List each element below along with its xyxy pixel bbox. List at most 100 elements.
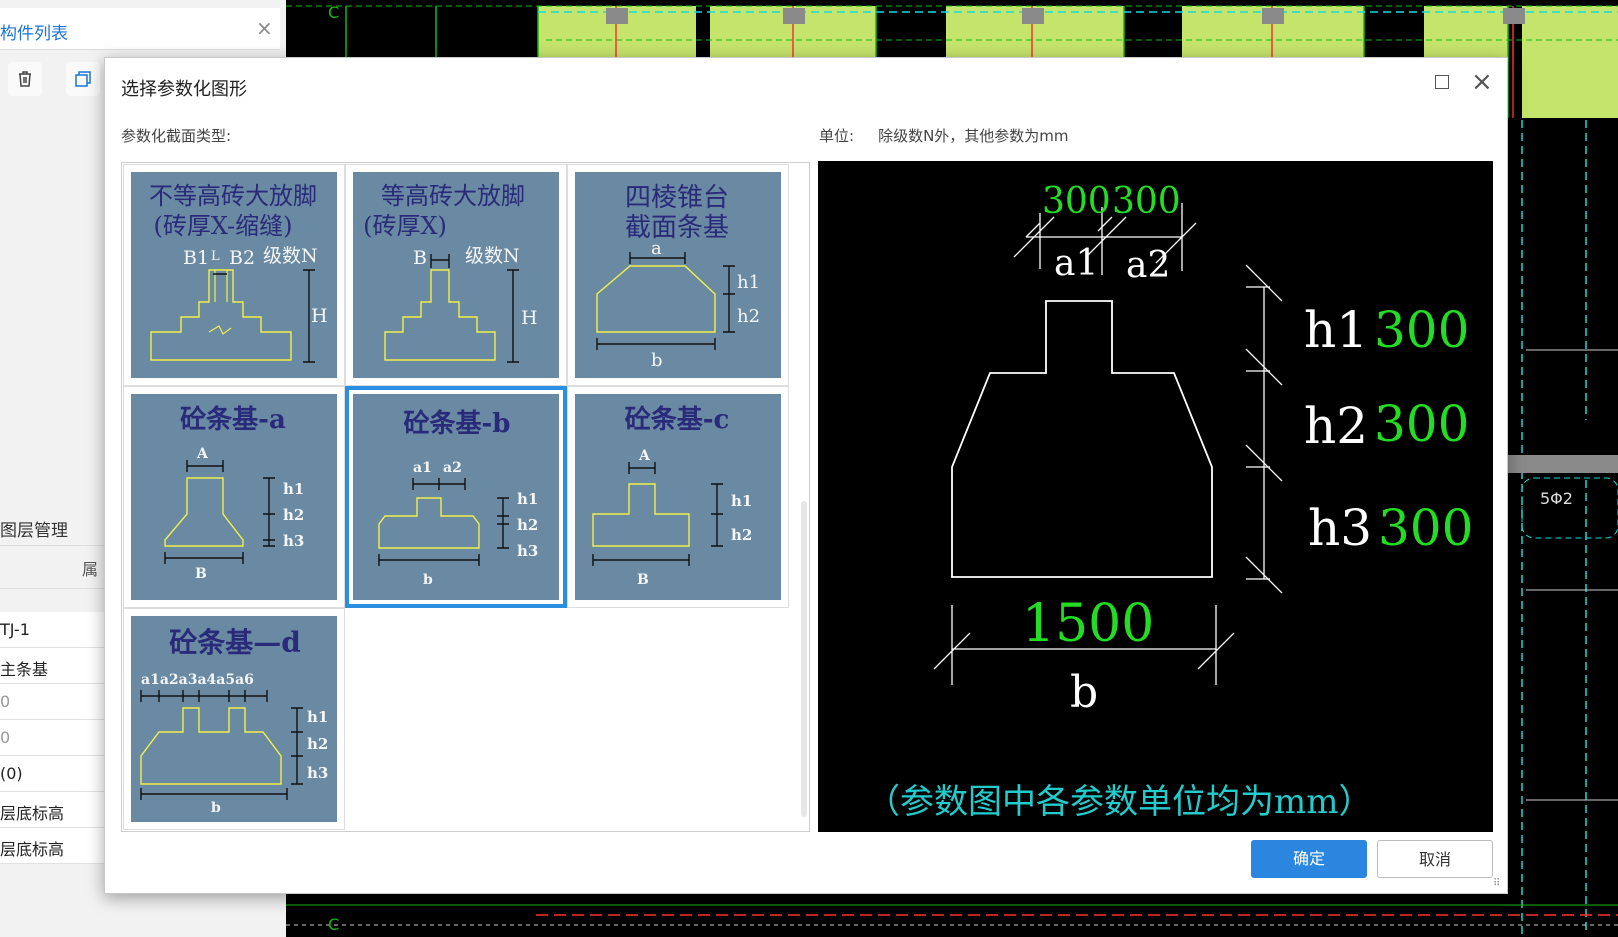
copy-button[interactable]: [66, 62, 100, 96]
dim-label: 级数N: [263, 245, 318, 267]
shape-thumbnail: 等高砖大放脚 (砖厚X) B 级数N H: [353, 172, 559, 378]
attr-value[interactable]: 层底标高: [0, 792, 110, 828]
dim-label: 级数N: [465, 245, 520, 267]
cad-drawing: C C 5Φ2 00: [286, 3, 1618, 937]
b-value: 1500: [1022, 594, 1154, 654]
component-list-tab[interactable]: 构件列表 ×: [0, 8, 280, 50]
dim-label: a1: [413, 460, 432, 476]
unit-label-key: 单位:: [819, 127, 855, 145]
preview-drawing: 300 300 a1 a2 h1 300 h2 300 h3 300 1500 …: [866, 181, 1473, 822]
dim-label: L: [211, 249, 220, 264]
shape-option-concrete-b[interactable]: 砼条基-b a1 a2 h1 h2 h3 b: [345, 386, 567, 608]
dim-label: h3: [517, 542, 538, 560]
dim-label: h2: [307, 735, 328, 753]
shape-thumbnail: 不等高砖大放脚 (砖厚X-缩缝) B1 L B2 级数N H: [131, 172, 337, 378]
grid-label: C: [328, 3, 339, 22]
shape-option-pyramid-strip-footing[interactable]: 四棱锥台 截面条基 a h1 h2 b: [567, 164, 789, 386]
a1-label: a1: [1054, 243, 1098, 284]
dim-label: h2: [731, 526, 752, 544]
h3-label: h3: [1308, 499, 1372, 557]
dim-label: b: [651, 350, 663, 371]
shape-title: 截面条基: [625, 213, 729, 243]
dim-label: h2: [283, 506, 304, 524]
h1-label: h1: [1304, 301, 1368, 359]
shape-title: (砖厚X): [363, 212, 447, 240]
shape-title: 四棱锥台: [625, 183, 729, 213]
dim-label: B1: [183, 247, 209, 269]
delete-button[interactable]: [8, 62, 42, 96]
dim-label: B: [195, 566, 207, 582]
dim-label: a1a2a3a4a5a6: [141, 672, 254, 688]
shape-option-unequal-brick-footing[interactable]: 不等高砖大放脚 (砖厚X-缩缝) B1 L B2 级数N H: [123, 164, 345, 386]
shape-thumbnail: 砼条基-b a1 a2 h1 h2 h3 b: [353, 394, 559, 600]
shape-thumbnail: 砼条基-c A h1 h2 B: [575, 394, 781, 600]
h2-value: 300: [1374, 395, 1469, 453]
section-type-label: 参数化截面类型:: [121, 127, 232, 145]
attr-value[interactable]: 层底标高: [0, 828, 110, 864]
close-icon[interactable]: ×: [256, 16, 273, 40]
shape-title: 砼条基—d: [169, 626, 301, 659]
cancel-button[interactable]: 取消: [1377, 840, 1493, 878]
attr-header-label: 属: [82, 560, 99, 579]
attr-value[interactable]: TJ-1: [0, 612, 110, 648]
ok-button[interactable]: 确定: [1251, 840, 1367, 878]
unit-label-text: 除级数N外，其他参数为mm: [878, 127, 1069, 145]
shape-title: 砼条基-c: [625, 405, 730, 435]
h1-value: 300: [1374, 301, 1469, 359]
shape-option-concrete-c[interactable]: 砼条基-c A h1 h2 B: [567, 386, 789, 608]
dim-label: H: [311, 305, 328, 327]
select-parametric-shape-dialog: 选择参数化图形 × 参数化截面类型: 单位: 除级数N外，其他参数为mm 不等高砖…: [104, 57, 1508, 894]
dim-label: B2: [229, 247, 255, 269]
maximize-icon[interactable]: [1435, 75, 1449, 89]
copy-icon: [75, 71, 91, 87]
shape-option-equal-brick-footing[interactable]: 等高砖大放脚 (砖厚X) B 级数N H: [345, 164, 567, 386]
shape-title: 不等高砖大放脚: [149, 182, 317, 210]
close-icon[interactable]: ×: [1471, 67, 1493, 97]
shape-option-concrete-a[interactable]: 砼条基-a A h1 h2 h3 B: [123, 386, 345, 608]
dim-label: A: [638, 448, 651, 464]
h3-value: 300: [1378, 499, 1473, 557]
dim-label: h1: [307, 708, 328, 726]
layer-management-tab[interactable]: 图层管理: [0, 521, 68, 541]
dim-label: B: [413, 247, 427, 269]
preview-note: （参数图中各参数单位均为mm）: [866, 782, 1372, 822]
dim-label: B: [637, 572, 649, 588]
dialog-title: 选择参数化图形: [121, 79, 247, 100]
shape-title: 砼条基-a: [180, 405, 286, 435]
dim-label: h2: [517, 516, 538, 534]
shape-option-concrete-d[interactable]: 砼条基—d a1a2a3a4a5a6 h1 h2 h3 b: [123, 608, 345, 830]
dim-label: h1: [517, 490, 538, 508]
h2-label: h2: [1304, 397, 1368, 455]
dim-label: h1: [283, 480, 304, 498]
attr-value[interactable]: 主条基: [0, 648, 110, 684]
scrollbar-thumb[interactable]: [801, 501, 807, 817]
attr-value[interactable]: 0: [0, 720, 110, 756]
a2-label: a2: [1126, 245, 1170, 286]
dim-label: A: [196, 446, 209, 462]
dim-label: b: [423, 572, 433, 588]
shape-thumbnail: 砼条基-a A h1 h2 h3 B: [131, 394, 337, 600]
dim-label: h3: [283, 532, 304, 550]
shape-preview: 300 300 a1 a2 h1 300 h2 300 h3 300 1500 …: [818, 161, 1493, 832]
shape-grid-scrollbar[interactable]: [798, 163, 810, 831]
dim-label: H: [521, 307, 538, 329]
attr-value[interactable]: (0): [0, 756, 110, 792]
shape-title: 砼条基-b: [404, 409, 511, 439]
dim-label: h1: [737, 272, 760, 293]
dim-label: h1: [731, 492, 752, 510]
dim-label: b: [211, 800, 221, 816]
unit-label: 单位: 除级数N外，其他参数为mm: [819, 125, 1069, 146]
shape-title: (砖厚X-缩缝): [153, 212, 292, 240]
a1-value: 300: [1042, 181, 1111, 222]
dim-label: h2: [737, 306, 760, 327]
component-list-tab-label: 构件列表: [0, 24, 68, 44]
attr-table-header: 属: [0, 545, 110, 589]
shape-thumbnail: 砼条基—d a1a2a3a4a5a6 h1 h2 h3 b: [131, 616, 337, 822]
a2-value: 300: [1112, 181, 1181, 222]
attr-value[interactable]: 0: [0, 684, 110, 720]
dim-label: a: [651, 238, 662, 259]
trash-icon: [19, 71, 31, 87]
grid-label: C: [328, 915, 339, 934]
shape-thumbnail: 四棱锥台 截面条基 a h1 h2 b: [575, 172, 781, 378]
resize-grip-icon[interactable]: ⠿: [1493, 878, 1501, 889]
